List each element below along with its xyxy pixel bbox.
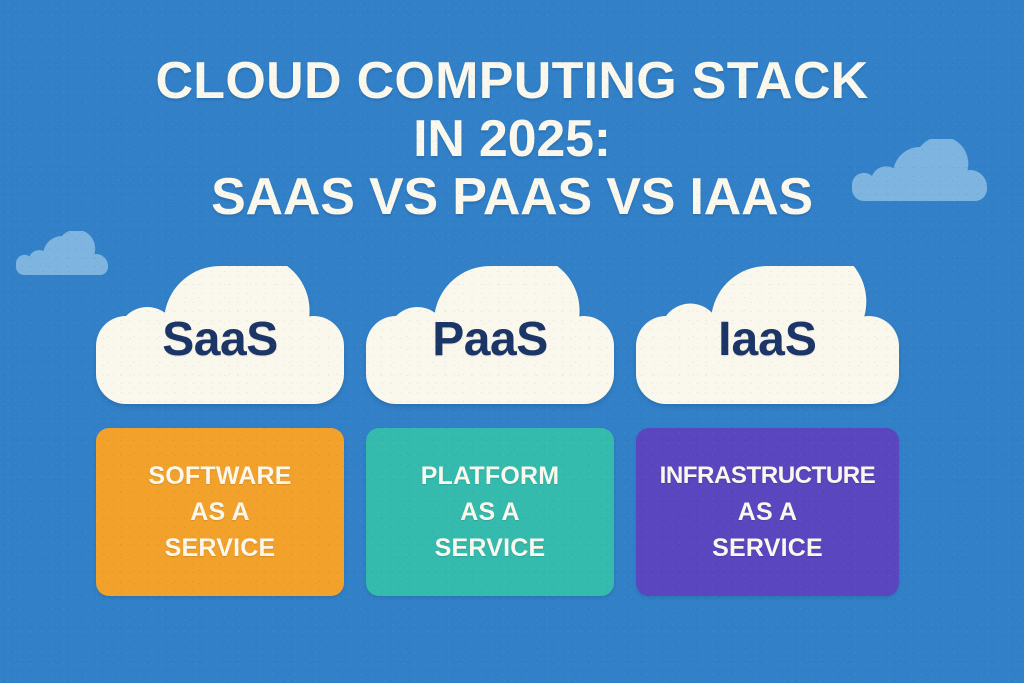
service-card-line-1: SOFTWARE (148, 462, 292, 490)
title-line-2: IN 2025: (413, 110, 611, 168)
decorative-cloud-icon-right (852, 139, 987, 201)
service-card-line-1: PLATFORM (420, 462, 560, 490)
service-card-line-2: AS A (460, 498, 520, 526)
stack-columns: SaaS SOFTWARE AS A SERVICE PaaS PLATFORM… (96, 266, 899, 596)
column-saas: SaaS SOFTWARE AS A SERVICE (96, 266, 344, 596)
cloud-badge-iaas[interactable]: IaaS (636, 266, 899, 404)
column-iaas: IaaS INFRASTRUCTURE AS A SERVICE (636, 266, 899, 596)
title-line-1: CLOUD COMPUTING STACK (155, 52, 869, 110)
service-card-line-3: SERVICE (434, 534, 546, 562)
service-card-saas[interactable]: SOFTWARE AS A SERVICE (96, 428, 344, 596)
cloud-label-iaas: IaaS (718, 313, 817, 366)
cloud-label-saas: SaaS (162, 313, 278, 366)
cloud-badge-paas[interactable]: PaaS (366, 266, 614, 404)
service-card-line-2: AS A (737, 498, 798, 526)
service-card-paas[interactable]: PLATFORM AS A SERVICE (366, 428, 614, 596)
page-title: CLOUD COMPUTING STACK IN 2025: SAAS VS P… (0, 52, 1024, 226)
service-card-iaas[interactable]: INFRASTRUCTURE AS A SERVICE (636, 428, 899, 596)
service-card-line-1: INFRASTRUCTURE (659, 462, 876, 489)
title-line-3: SAAS VS PAAS VS IAAS (211, 168, 813, 226)
column-paas: PaaS PLATFORM AS A SERVICE (366, 266, 614, 596)
service-card-line-3: SERVICE (164, 534, 276, 562)
cloud-badge-saas[interactable]: SaaS (96, 266, 344, 404)
decorative-cloud-icon-left (16, 231, 108, 275)
service-card-line-3: SERVICE (712, 534, 823, 562)
service-card-line-2: AS A (190, 498, 250, 526)
cloud-label-paas: PaaS (432, 313, 548, 366)
